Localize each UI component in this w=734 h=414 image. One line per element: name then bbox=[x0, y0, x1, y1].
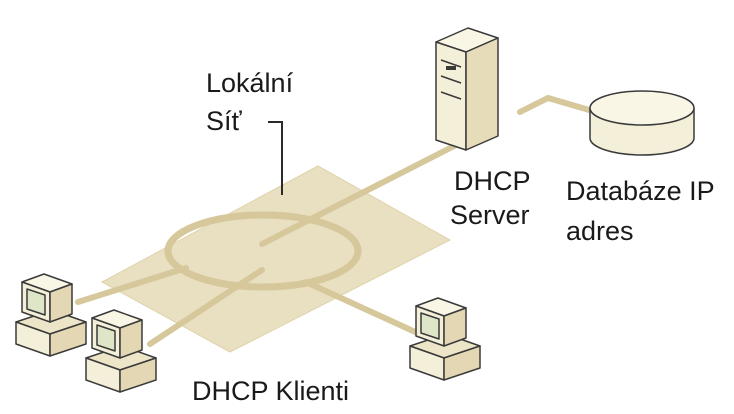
lan-label-line2: Síť bbox=[206, 106, 243, 136]
server-tower-icon bbox=[435, 27, 499, 151]
database-label-line1: Databáze IP bbox=[566, 176, 715, 206]
cable-client-right bbox=[303, 279, 427, 339]
client-computer-left bbox=[15, 273, 87, 357]
cable-client-left bbox=[75, 265, 189, 305]
clients-label: DHCP Klienti bbox=[192, 376, 349, 406]
server-label-line2: Server bbox=[450, 200, 530, 230]
cables bbox=[75, 94, 599, 347]
lan-label-line1: Lokální bbox=[206, 68, 294, 98]
database-label-line2: adres bbox=[566, 216, 634, 246]
client-computer-right bbox=[409, 297, 481, 381]
server-label-line1: DHCP bbox=[454, 166, 531, 196]
client-computer-middle bbox=[85, 309, 157, 393]
cable-database bbox=[517, 94, 599, 115]
lan-ring bbox=[164, 211, 362, 291]
lan-label-leader bbox=[268, 121, 283, 195]
cable-client-middle bbox=[147, 267, 265, 347]
cable-server bbox=[259, 139, 465, 247]
database-cylinder-icon bbox=[589, 90, 695, 156]
lan-area bbox=[100, 165, 452, 353]
